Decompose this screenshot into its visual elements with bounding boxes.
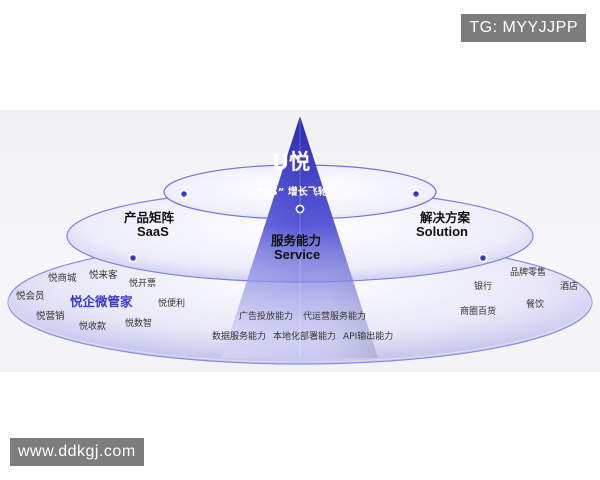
growth-flywheel-diagram: U悦 “3S” 增长飞轮 产品矩阵 SaaS 服务能力 Service 解决方案… [0, 110, 600, 372]
service-data: 数据服务能力 [212, 332, 267, 342]
industry-bank: 银行 [474, 282, 493, 292]
product-yue-mall: 悦商城 [48, 273, 77, 284]
product-yue-wecom-manager: 悦企微管家 [70, 294, 133, 309]
ring-dot [478, 253, 488, 263]
solution-title-en: Solution [416, 224, 468, 239]
product-yue-marketing: 悦营销 [36, 311, 65, 322]
ring-dot [295, 204, 305, 214]
ring-dot [128, 253, 138, 263]
saas-title-en: SaaS [137, 224, 169, 239]
product-yue-invoice: 悦开票 [129, 279, 157, 289]
service-api: API输出能力 [343, 332, 394, 342]
diagram-graphics [7, 116, 593, 365]
service-title-en: Service [274, 247, 321, 262]
u-yue-logo: U悦 [272, 150, 311, 174]
flywheel-tag: “3S” 增长飞轮 [257, 187, 328, 198]
product-yue-data: 悦数智 [125, 319, 153, 329]
service-operations: 代运营服务能力 [303, 312, 367, 322]
ring-dot [179, 189, 189, 199]
watermark-top: TG: MYYJJPP [461, 14, 586, 42]
service-ad-placement: 广告投放能力 [239, 312, 294, 322]
product-yue-member: 悦会员 [16, 291, 45, 302]
industry-brand-retail: 品牌零售 [510, 268, 547, 278]
ring-dot [411, 189, 421, 199]
service-local-deploy: 本地化部署能力 [273, 332, 337, 342]
watermark-bottom: www.ddkgj.com [10, 438, 144, 466]
industry-department-store: 商圈百货 [460, 307, 497, 317]
product-yue-pay: 悦收款 [79, 322, 107, 332]
product-yue-convenience: 悦便利 [158, 299, 186, 309]
solution-title-cn: 解决方案 [420, 210, 471, 225]
industry-catering: 餐饮 [526, 300, 545, 310]
saas-title-cn: 产品矩阵 [124, 210, 175, 225]
industry-hotel: 酒店 [560, 282, 579, 292]
product-yue-laike: 悦来客 [89, 270, 118, 281]
service-title-cn: 服务能力 [271, 233, 322, 248]
